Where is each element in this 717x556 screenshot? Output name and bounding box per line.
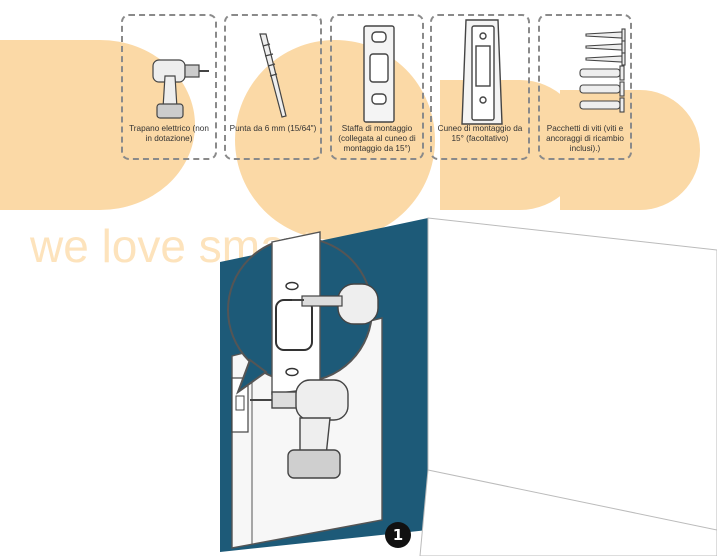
step-number-badge: 1: [385, 522, 411, 548]
